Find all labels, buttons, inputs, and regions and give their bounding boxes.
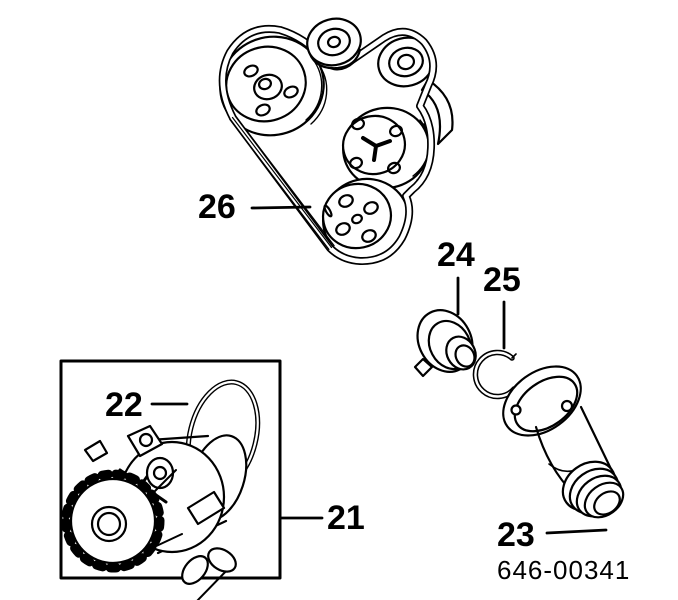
callout-label-25: 25: [483, 261, 521, 299]
coolant-flange-pipe-drawing: [502, 365, 625, 519]
callout-label-26: 26: [198, 188, 236, 226]
thermostat-drawing: [413, 309, 477, 378]
leader-line-26: [250, 205, 312, 210]
crankshaft-pulley-icon: [321, 177, 411, 263]
left-pulley-icon: [219, 35, 328, 137]
water-pump-inset-box: [59, 359, 282, 580]
pulley-bracket: [420, 78, 454, 146]
water-pump-pulley-icon: [341, 106, 434, 190]
serpentine-belt-icon: [218, 25, 438, 266]
callout-label-21: 21: [327, 499, 365, 537]
leader-line-23: [545, 528, 608, 535]
callout-label-24: 24: [437, 236, 475, 274]
idler-pulley-top-right-icon: [377, 36, 435, 88]
serpentine-belt-and-pulleys-drawing: [218, 17, 454, 266]
callout-label-22: 22: [105, 386, 143, 424]
tensioner-pulley-icon: [306, 17, 362, 70]
callout-leader-lines: [150, 205, 608, 535]
part-number-text: 646-00341: [497, 555, 631, 585]
callout-label-23: 23: [497, 516, 535, 554]
water-pump-drawing: [61, 424, 248, 600]
